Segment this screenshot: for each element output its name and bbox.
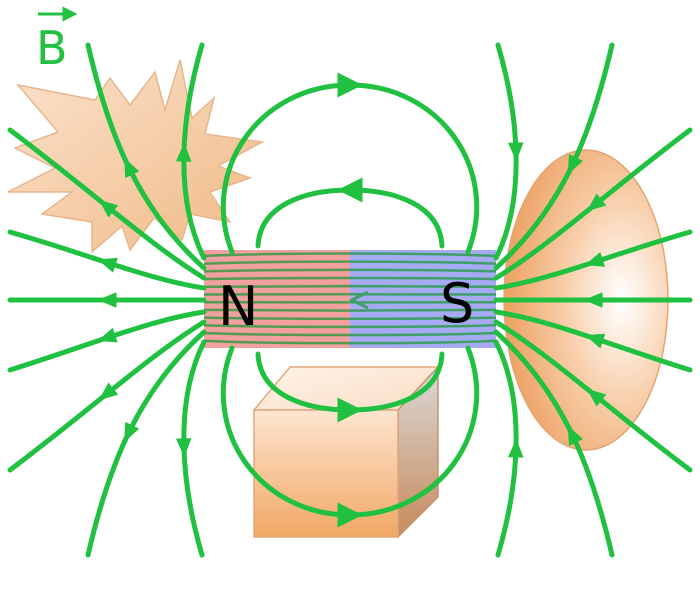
field-loop-bottom-outer-arrowhead (340, 507, 360, 523)
field-line-right-4-arrowhead (586, 193, 607, 212)
north-pole (204, 250, 350, 348)
north-label: N (218, 275, 258, 338)
field-line-left-3-arrowhead (97, 327, 118, 343)
field-line-right-5-arrowhead (586, 388, 607, 407)
field-loop-bottom-inner-arrowhead (340, 402, 360, 418)
internal-field-line (203, 316, 497, 320)
field-line-right-1-arrowhead (583, 292, 603, 308)
field-line-left-3 (7, 309, 207, 373)
field-line-right-3 (493, 309, 693, 373)
field-line-right-5 (493, 319, 693, 473)
field-line-right-3-arrowhead (584, 333, 606, 349)
field-line-left-7-arrowhead (124, 421, 140, 443)
internal-field-line (203, 268, 497, 273)
field-symbol: B (36, 6, 78, 75)
field-line-right-4 (493, 127, 693, 281)
field-line-left-4-arrowhead (98, 199, 119, 218)
internal-field-line (203, 324, 497, 329)
internal-field-line (203, 260, 497, 265)
external-field-lines (7, 42, 693, 558)
field-line-right-9-arrowhead (508, 438, 524, 458)
internal-field-lines (203, 252, 497, 345)
bar-magnet (203, 250, 497, 348)
internal-field-line (203, 284, 497, 289)
field-line-right-2 (493, 229, 693, 291)
field-loop-top-inner (255, 177, 445, 249)
internal-field-line (203, 252, 497, 258)
field-line-left-9-arrowhead (175, 438, 192, 458)
star-shaped-object (7, 59, 265, 254)
south-label: S (440, 272, 474, 335)
internal-field-line (203, 276, 497, 281)
field-line-left-5 (7, 319, 207, 473)
field-line-left-4 (7, 127, 207, 281)
field-line-right-7-arrowhead (567, 425, 583, 446)
internal-field-line (203, 339, 497, 345)
internal-field-line (203, 308, 497, 312)
south-pole (350, 250, 496, 348)
field-line-right-8-arrowhead (508, 142, 524, 162)
field-symbol-letter: B (36, 21, 68, 75)
field-line-left-1-arrowhead (97, 292, 117, 308)
internal-field-line (203, 331, 497, 337)
field-loop-top-inner-arrowhead (340, 182, 360, 198)
field-line-left-2-arrowhead (97, 257, 118, 273)
field-line-left-6-arrowhead (124, 157, 140, 179)
field-loop-top-outer-arrowhead (340, 77, 360, 93)
field-line-left-5-arrowhead (98, 382, 119, 401)
field-line-right-2-arrowhead (584, 252, 606, 267)
field-line-left-2 (7, 229, 207, 291)
field-line-left-8-arrowhead (175, 142, 192, 162)
field-line-right-6-arrowhead (567, 154, 583, 175)
internal-arrowhead (348, 290, 369, 310)
